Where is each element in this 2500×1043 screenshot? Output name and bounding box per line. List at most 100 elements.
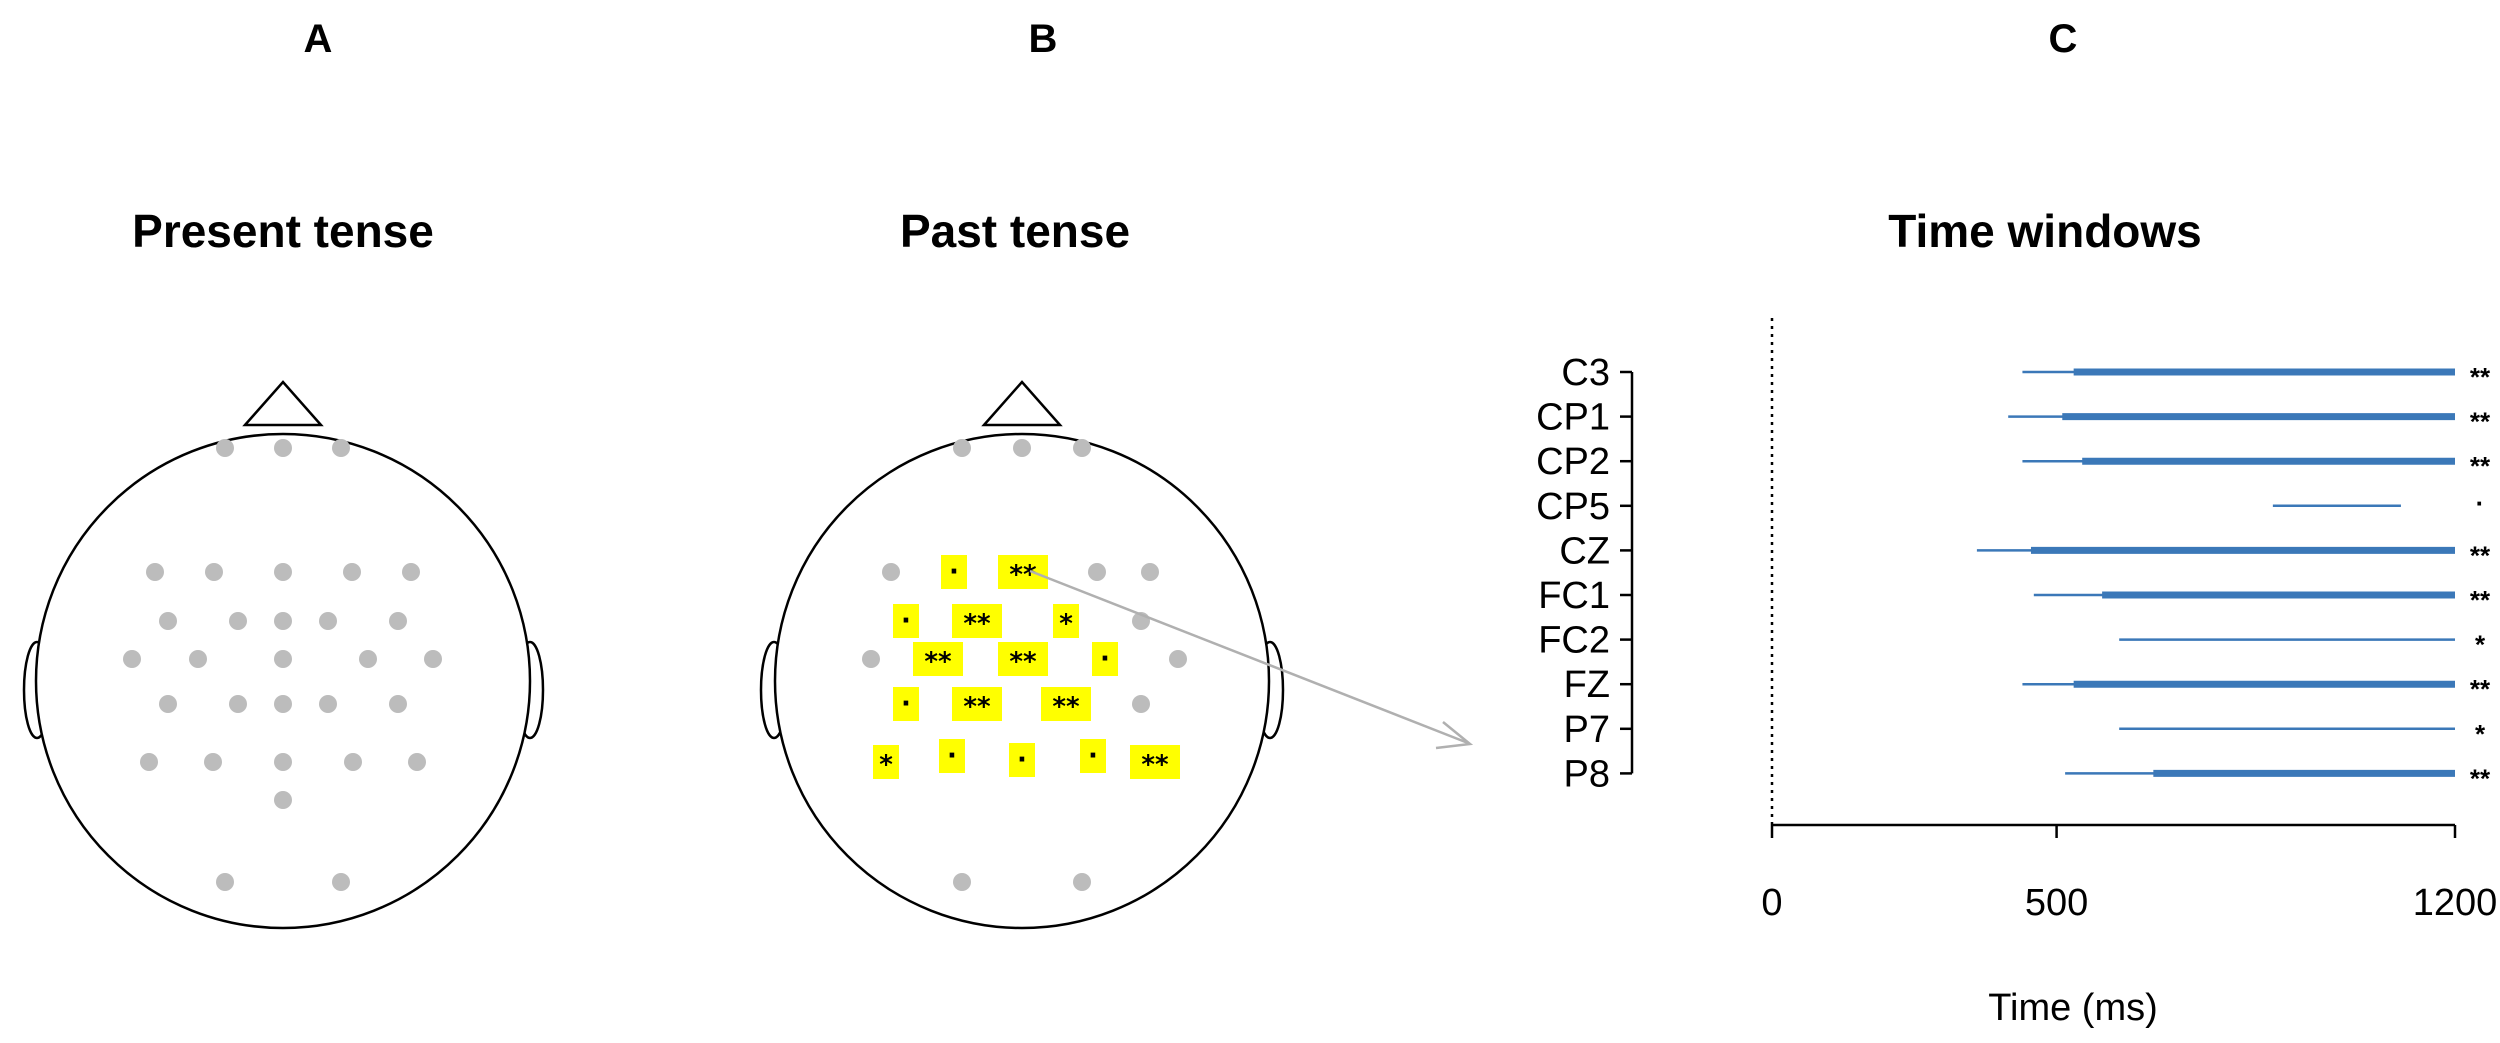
time-windows-chart: C3**CP1**CP2**CP5·CZ**FC1**FC2*FZ**P7*P8… <box>1536 318 2497 1029</box>
significance-marker: · <box>947 741 957 771</box>
significance-highlight <box>998 642 1048 676</box>
significance-label: ** <box>2470 451 2491 481</box>
electrode <box>274 753 292 771</box>
significance-highlight <box>1053 604 1079 638</box>
significance-marker: ** <box>1009 560 1037 590</box>
significance-highlight <box>1130 745 1180 779</box>
panel-title-present: Present tense <box>132 205 434 257</box>
significance-highlight <box>998 555 1048 589</box>
significance-highlight <box>893 604 919 638</box>
electrode <box>146 563 164 581</box>
electrode <box>389 695 407 713</box>
channel-label: CP2 <box>1536 441 1610 483</box>
channel-label: FC2 <box>1538 620 1610 662</box>
electrode <box>1132 695 1150 713</box>
significance-label: ** <box>2470 362 2491 392</box>
significance-highlight <box>913 642 963 676</box>
electrode <box>359 650 377 668</box>
electrode <box>189 650 207 668</box>
nose <box>242 380 324 427</box>
channel-label: FC1 <box>1538 575 1610 617</box>
significance-marker: * <box>1059 609 1073 639</box>
electrode <box>862 650 880 668</box>
x-tick-label: 0 <box>1761 882 1782 924</box>
panel-letter-c: C <box>2049 17 2078 61</box>
x-tick-label: 1200 <box>2413 882 2498 924</box>
electrode <box>274 650 292 668</box>
panel-letter-a: A <box>304 17 333 61</box>
electrode <box>343 563 361 581</box>
nose <box>981 380 1063 427</box>
significance-marker: ** <box>963 692 991 722</box>
panel-title-time-windows: Time windows <box>1888 205 2202 257</box>
head-map-present <box>22 380 545 930</box>
head-outline <box>34 432 532 930</box>
significance-highlight <box>1009 743 1035 777</box>
electrode <box>344 753 362 771</box>
electrode <box>953 873 971 891</box>
channel-label: P8 <box>1564 753 1610 795</box>
significance-marker: · <box>1088 741 1098 771</box>
electrode <box>882 563 900 581</box>
channel-label: CP1 <box>1536 397 1610 439</box>
channel-label: C3 <box>1561 352 1610 394</box>
significance-label: ** <box>2470 585 2491 615</box>
channel-label: CP5 <box>1536 486 1610 528</box>
electrode <box>159 612 177 630</box>
electrode <box>953 439 971 457</box>
electrode <box>159 695 177 713</box>
significance-markers: ·**·*******··*****···** <box>873 555 1180 780</box>
electrode <box>274 612 292 630</box>
head-map-past: ·**·*******··*****···** <box>759 380 1285 930</box>
significance-label: ** <box>2470 763 2491 793</box>
significance-label: * <box>2475 719 2486 749</box>
electrode <box>1088 563 1106 581</box>
significance-highlight <box>893 687 919 721</box>
electrode <box>216 873 234 891</box>
electrode <box>204 753 222 771</box>
significance-highlight <box>952 687 1002 721</box>
panel-title-past: Past tense <box>900 205 1130 257</box>
x-tick-label: 500 <box>2025 882 2088 924</box>
significance-marker: · <box>949 557 959 587</box>
significance-marker: * <box>879 750 893 780</box>
significance-marker: · <box>901 689 911 719</box>
electrode <box>1073 439 1091 457</box>
significance-marker: · <box>1017 745 1027 775</box>
electrode <box>216 439 234 457</box>
significance-label: · <box>2476 488 2485 518</box>
significance-marker: · <box>901 606 911 636</box>
significance-marker: ** <box>963 609 991 639</box>
panel-letter-b: B <box>1029 17 1058 61</box>
electrode <box>274 439 292 457</box>
electrode <box>229 612 247 630</box>
significance-label: ** <box>2470 407 2491 437</box>
electrode <box>408 753 426 771</box>
significance-marker: ** <box>1009 647 1037 677</box>
significance-label: ** <box>2470 540 2491 570</box>
x-axis-label: Time (ms) <box>1988 987 2158 1029</box>
significance-marker: ** <box>1052 692 1080 722</box>
significance-highlight <box>1092 642 1118 676</box>
significance-marker: · <box>1100 644 1110 674</box>
significance-highlight <box>1080 739 1106 773</box>
channel-label: P7 <box>1564 709 1610 751</box>
electrode <box>123 650 141 668</box>
electrode <box>274 563 292 581</box>
significance-label: ** <box>2470 674 2491 704</box>
electrode <box>140 753 158 771</box>
electrode <box>1073 873 1091 891</box>
significance-highlight <box>873 745 899 779</box>
significance-marker: ** <box>924 647 952 677</box>
significance-highlight <box>941 555 967 589</box>
connector-arrow <box>1029 569 1474 750</box>
electrode <box>205 563 223 581</box>
electrodes-present <box>123 439 442 891</box>
channel-label: CZ <box>1559 530 1610 572</box>
electrode <box>1013 439 1031 457</box>
electrode <box>332 439 350 457</box>
significance-highlight <box>939 739 965 773</box>
electrode <box>319 695 337 713</box>
electrode <box>1141 563 1159 581</box>
